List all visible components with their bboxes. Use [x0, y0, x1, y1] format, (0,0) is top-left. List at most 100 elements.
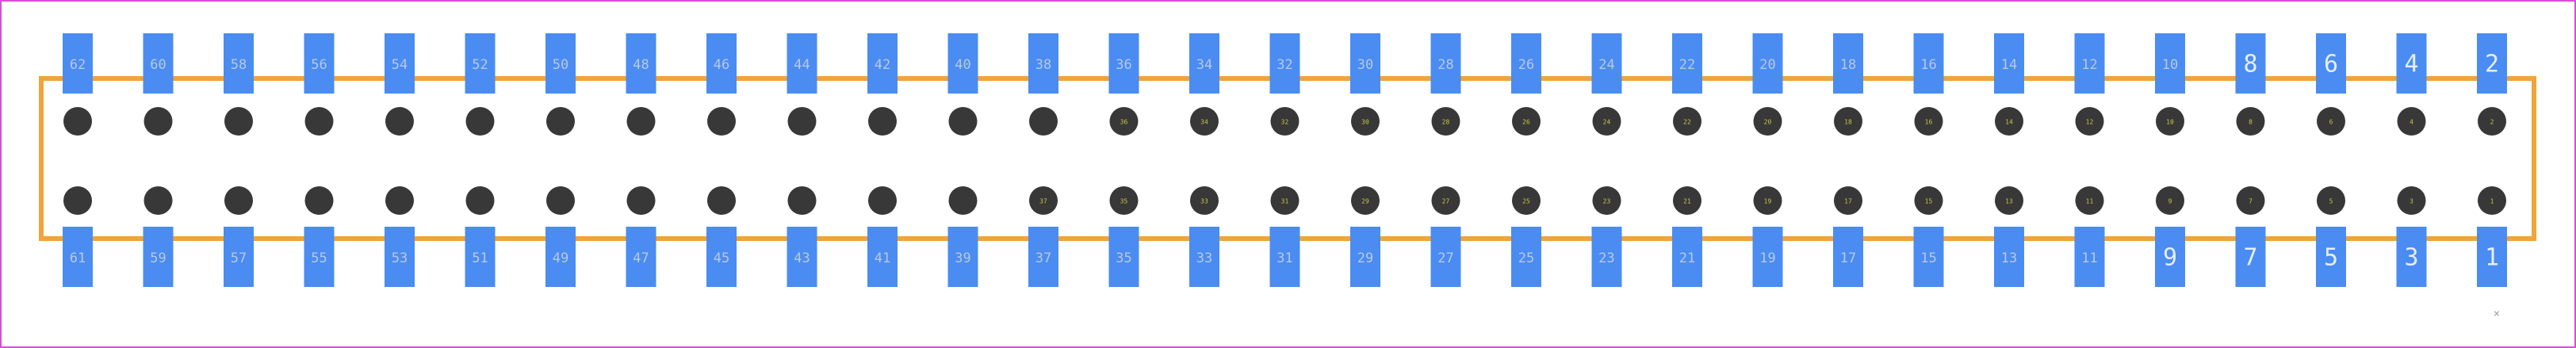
drill-label: 7: [2249, 198, 2253, 205]
bottom-pad-35: 35: [1108, 227, 1139, 287]
top-pad-4: 4: [2396, 33, 2427, 94]
pad-label: 43: [794, 250, 810, 266]
drill-hole-lower-1: [63, 186, 92, 215]
pad-rect: [2074, 33, 2105, 94]
bottom-pad-39: 39: [947, 227, 978, 287]
bottom-pad-13: 13: [1994, 227, 2024, 287]
drill-hole-upper-20: 24: [1592, 107, 1621, 136]
pad-rect: [1028, 227, 1058, 287]
pad-rect: [1752, 227, 1783, 287]
pad-rect: [385, 33, 415, 94]
drill-hole-lower-5: [385, 186, 414, 215]
pad-label: 6: [2324, 51, 2338, 78]
drill-circle: [1431, 107, 1460, 136]
top-pad-34: 34: [1189, 33, 1219, 94]
pad-label: 36: [1116, 57, 1131, 73]
top-pad-6: 6: [2316, 33, 2346, 94]
drill-label: 1: [2490, 198, 2494, 205]
top-pad-46: 46: [706, 33, 737, 94]
pad-label: 56: [311, 57, 327, 73]
top-pad-30: 30: [1350, 33, 1380, 94]
pad-rect: [1591, 33, 1622, 94]
pad-rect: [63, 33, 93, 94]
top-pad-26: 26: [1511, 33, 1541, 94]
pad-label: 38: [1035, 57, 1051, 73]
drill-circle: [1995, 107, 2023, 136]
pad-label: 20: [1759, 57, 1775, 73]
drill-hole-upper-2: [144, 107, 173, 136]
bottom-pad-37: 37: [1028, 227, 1058, 287]
pad-label: 19: [1759, 250, 1775, 266]
drill-hole-upper-13: [1029, 107, 1058, 136]
pad-rect: [143, 33, 174, 94]
drill-circle: [1190, 186, 1219, 215]
drill-label: 10: [2166, 119, 2174, 126]
pad-rect: [385, 227, 415, 287]
drill-hole-lower-25: 13: [1995, 186, 2023, 215]
pad-label: 10: [2162, 57, 2178, 73]
drill-circle: [144, 186, 173, 215]
drill-label: 36: [1120, 119, 1128, 126]
drill-label: 31: [1281, 198, 1289, 205]
drill-hole-lower-9: [707, 186, 736, 215]
drill-circle: [707, 186, 736, 215]
pad-label: 28: [1437, 57, 1453, 73]
drill-circle: [1351, 107, 1380, 136]
bottom-pad-31: 31: [1269, 227, 1300, 287]
pad-rect: [2235, 227, 2266, 287]
pad-label: 37: [1035, 250, 1051, 266]
drill-circle: [385, 186, 414, 215]
drill-hole-lower-27: 9: [2156, 186, 2184, 215]
drill-circle: [1270, 186, 1299, 215]
pad-rect: [787, 33, 817, 94]
pad-label: 8: [2243, 51, 2257, 78]
drill-hole-upper-8: [626, 107, 656, 136]
pad-rect: [1994, 227, 2024, 287]
drill-circle: [626, 186, 656, 215]
pad-label: 12: [2081, 57, 2097, 73]
drill-hole-lower-15: 33: [1190, 186, 1219, 215]
pad-label: 47: [633, 250, 649, 266]
bottom-pad-11: 11: [2074, 227, 2105, 287]
pad-label: 16: [1920, 57, 1936, 73]
drill-circle: [2236, 107, 2265, 136]
top-pad-52: 52: [465, 33, 496, 94]
drill-circle: [1512, 107, 1541, 136]
pad-rect: [465, 33, 496, 94]
drill-circle: [1190, 107, 1219, 136]
drill-hole-lower-18: 27: [1431, 186, 1460, 215]
drill-hole-lower-13: 37: [1029, 186, 1058, 215]
top-pad-18: 18: [1833, 33, 1863, 94]
drill-hole-lower-4: [304, 186, 334, 215]
drill-label: 4: [2409, 119, 2413, 126]
drill-label: 28: [1442, 119, 1450, 126]
top-pad-20: 20: [1752, 33, 1783, 94]
pad-rect: [2396, 33, 2427, 94]
drill-hole-upper-24: 16: [1914, 107, 1943, 136]
drill-hole-lower-7: [546, 186, 575, 215]
drill-label: 25: [1522, 198, 1530, 205]
pad-rect: [626, 33, 656, 94]
top-pad-28: 28: [1430, 33, 1461, 94]
drill-hole-upper-18: 28: [1431, 107, 1460, 136]
drill-label: 22: [1683, 119, 1691, 126]
drill-label: 11: [2086, 198, 2094, 205]
drill-label: 16: [1925, 119, 1933, 126]
drill-hole-upper-29: 6: [2317, 107, 2345, 136]
drill-label: 29: [1361, 198, 1369, 205]
pad-rect: [1269, 227, 1300, 287]
bottom-pad-29: 29: [1350, 227, 1380, 287]
drill-hole-upper-6: [465, 107, 495, 136]
pad-label: 33: [1196, 250, 1212, 266]
pad-rect: [63, 227, 93, 287]
drill-circle: [2397, 186, 2426, 215]
drill-circle: [1270, 107, 1299, 136]
drill-circle: [1029, 107, 1058, 136]
drill-circle: [465, 186, 495, 215]
pad-label: 22: [1679, 57, 1695, 73]
drill-circle: [546, 186, 575, 215]
bottom-pad-61: 61: [63, 227, 93, 287]
pad-rect: [947, 33, 978, 94]
bottom-pad-47: 47: [626, 227, 656, 287]
